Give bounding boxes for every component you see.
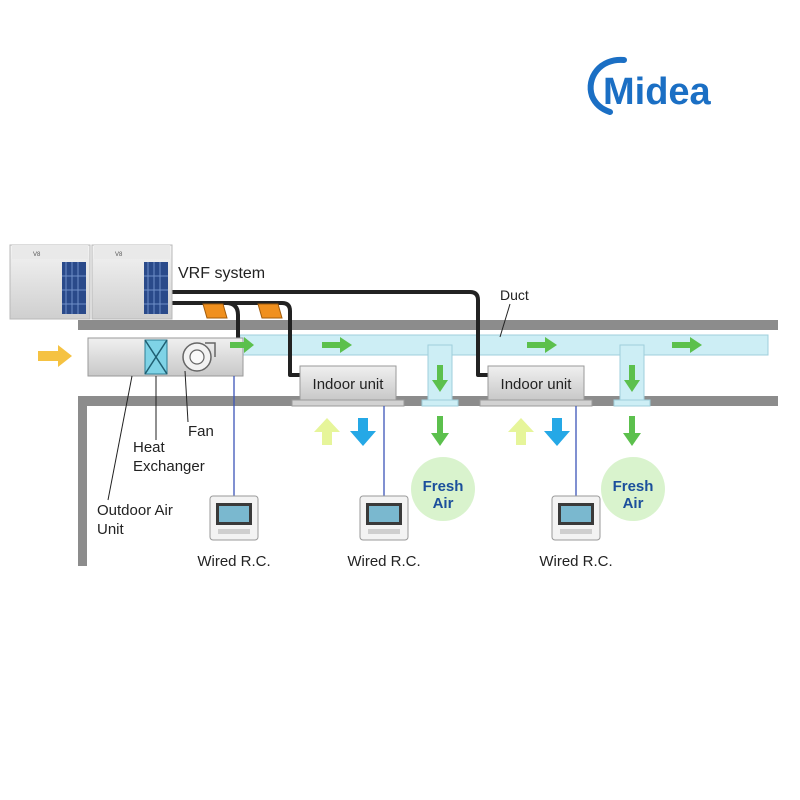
outdoor-air-unit xyxy=(87,337,244,377)
fresh-air-1: Fresh Air xyxy=(411,457,475,521)
vrf-system-label: VRF system xyxy=(178,265,265,282)
indoor-unit-label: Indoor unit xyxy=(313,376,385,393)
return-air-arrows xyxy=(314,418,534,445)
indoor-unit-2: Indoor unit xyxy=(479,365,593,407)
diagram-label: Air xyxy=(433,495,454,512)
logo-text: Midea xyxy=(603,71,712,113)
outdoor-air-unit-label: Unit xyxy=(97,521,125,538)
fresh-air-2: Fresh Air xyxy=(601,457,665,521)
component-leader-lines xyxy=(107,370,189,501)
unit-badge: V8 xyxy=(115,252,123,258)
wired-rc-label: Wired R.C. xyxy=(347,553,420,570)
duct-label: Duct xyxy=(500,287,529,303)
fan-label: Fan xyxy=(188,423,214,440)
heat-exchanger-label: Exchanger xyxy=(133,458,205,475)
pipe-connectors xyxy=(202,303,283,319)
heat-exchanger-label: Heat xyxy=(133,439,166,456)
wired-remote-icon xyxy=(209,495,259,541)
intake-arrow xyxy=(38,345,72,367)
duct-flow-arrows xyxy=(230,337,702,446)
wired-remote-icon xyxy=(551,495,601,541)
wired-remote-icon xyxy=(359,495,409,541)
diagram-label: Air xyxy=(623,495,644,512)
supply-air-arrows xyxy=(350,418,570,446)
unit-badge: V8 xyxy=(33,252,41,258)
refrigerant-pipes xyxy=(172,290,488,377)
midea-logo: Midea xyxy=(587,56,712,115)
outdoor-air-unit-label: Outdoor Air xyxy=(97,502,173,519)
wired-rc-label: Wired R.C. xyxy=(197,553,270,570)
fan-icon xyxy=(182,342,216,372)
indoor-unit-label: Indoor unit xyxy=(501,376,573,393)
control-wires xyxy=(233,376,577,496)
indoor-unit-1: Indoor unit xyxy=(291,365,405,407)
duct-leader-line xyxy=(499,303,511,338)
wired-rc-label: Wired R.C. xyxy=(539,553,612,570)
outdoor-unit-icon: V8 V8 xyxy=(9,244,173,320)
heat-exchanger-icon xyxy=(144,339,168,375)
diagram-label: Fresh xyxy=(423,478,464,495)
diagram-label: Fresh xyxy=(613,478,654,495)
